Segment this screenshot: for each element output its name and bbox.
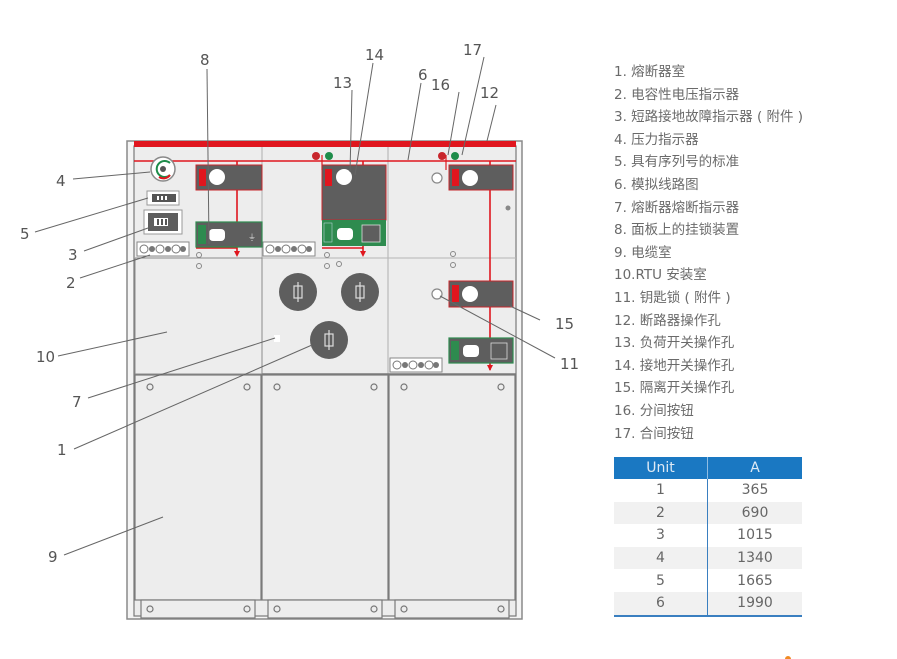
fuse-icon [310,321,348,359]
legend-item: 4. 压力指示器 [614,131,699,148]
earth-switch-module-unit-3 [448,337,514,364]
load-switch-module-unit-2 [321,164,387,221]
table-row: 1 365 [614,479,802,502]
open-button-unit-2[interactable] [312,152,320,160]
switchgear-diagram: ⏚ [20,41,579,620]
column-header-a: A [707,457,802,479]
close-button-unit-3[interactable] [451,152,459,160]
legend-item: 1. 熔断器室 [614,64,686,80]
legend-item: 16. 分间按钮 [614,402,694,419]
fault-indicator [143,209,183,235]
fuse-blown-indicator [274,335,280,342]
voltage-indicator-unit-2 [262,241,316,257]
serial-number-plate [146,190,180,206]
callout-14: 14 [365,46,384,64]
callout-15: 15 [555,315,574,333]
legend-item: 11. 钥匙锁 ( 附件 ) [614,289,731,306]
callout-7: 7 [72,393,82,411]
legend: 1. 熔断器室 2. 电容性电压指示器 3. 短路接地故障指示器 ( 附件 ) … [614,61,894,445]
callout-9: 9 [48,548,58,566]
unit-cell: 2 [614,501,708,525]
callout-16: 16 [431,76,450,94]
voltage-indicator-unit-3 [389,357,443,373]
legend-item: 17. 合间按钮 [614,425,694,442]
rtu-compartment [134,257,263,375]
indicator-circle [431,172,443,184]
disconnector-operating-hole [462,286,478,302]
column-header-unit: Unit [614,457,708,479]
table-row: 4 1340 [614,546,802,570]
callout-1: 1 [57,441,67,459]
unit-cell: 5 [614,569,708,592]
unit-cell: 6 [614,591,708,617]
legend-item: 12. 断路器操作孔 [614,312,721,329]
fuse-compartment [274,261,379,359]
table-row: 3 1015 [614,524,802,547]
legend-item: 5. 具有序列号的标准 [614,154,740,171]
table-row: 6 1990 [614,591,802,617]
circuit-breaker-bar [134,141,516,147]
current-cell: 365 [741,482,769,499]
pressure-indicator-icon [150,156,176,182]
callout-6: 6 [418,66,428,84]
earth-switch-module-unit-2 [322,220,386,246]
callout-8: 8 [200,51,210,69]
earth-switch-module-unit-1: ⏚ [195,221,263,248]
callout-2: 2 [66,274,76,292]
legend-item: 6. 模拟线路图 [614,176,699,193]
current-cell: 1015 [737,527,773,544]
current-cell: 1665 [737,572,773,589]
legend-item: 13. 负荷开关操作孔 [614,335,735,352]
callout-labels: 1 2 3 4 5 6 7 8 9 10 11 12 13 14 15 16 1… [20,41,579,566]
callout-11: 11 [560,355,579,373]
legend-item: 9. 电缆室 [614,244,672,261]
decorative-mark [785,656,791,659]
load-switch-operating-hole [336,169,352,185]
legend-item: 15. 隔离开关操作孔 [614,380,735,397]
current-cell: 1990 [707,591,802,617]
table-row: 2 690 [614,501,802,525]
legend-item: 7. 熔断器熔断指示器 [614,199,740,216]
legend-item: 2. 电容性电压指示器 [614,86,740,103]
unit-current-table: Unit A 1 365 2 690 3 1015 4 1340 5 1665 … [614,457,802,617]
current-cell: 1340 [707,546,802,570]
table-row: 5 1665 [614,569,802,592]
callout-10: 10 [36,348,55,366]
leader-lines [34,56,556,556]
circuit-breaker-module-unit-3 [448,164,514,191]
legend-item: 14. 接地开关操作孔 [614,357,735,374]
legend-item: 3. 短路接地故障指示器 ( 附件 ) [614,109,804,126]
unit-cell: 3 [614,524,708,547]
disconnector-module-unit-3 [448,280,514,308]
callout-4: 4 [56,172,66,190]
current-cell: 690 [707,501,802,525]
callout-12: 12 [480,84,499,102]
table-header-row: Unit A [614,457,802,479]
unit-cell: 1 [614,479,708,502]
callout-5: 5 [20,225,30,243]
cable-compartment [134,374,516,619]
legend-item: 8. 面板上的挂锁装置 [614,222,740,239]
key-lock [431,288,443,300]
legend-item: 10.RTU 安装室 [614,267,707,284]
voltage-indicator-unit-1 [136,241,190,257]
fuse-icon [279,273,317,311]
callout-17: 17 [463,41,482,59]
callout-13: 13 [333,74,352,92]
fuse-icon [341,273,379,311]
open-button-unit-3[interactable] [438,152,446,160]
load-switch-module-unit-1 [195,164,263,191]
operating-hole [209,169,225,185]
callout-3: 3 [68,246,78,264]
close-button-unit-2[interactable] [325,152,333,160]
svg-text:⏚: ⏚ [248,233,256,242]
unit-cell: 4 [614,546,708,570]
circuit-breaker-operating-hole [462,170,478,186]
